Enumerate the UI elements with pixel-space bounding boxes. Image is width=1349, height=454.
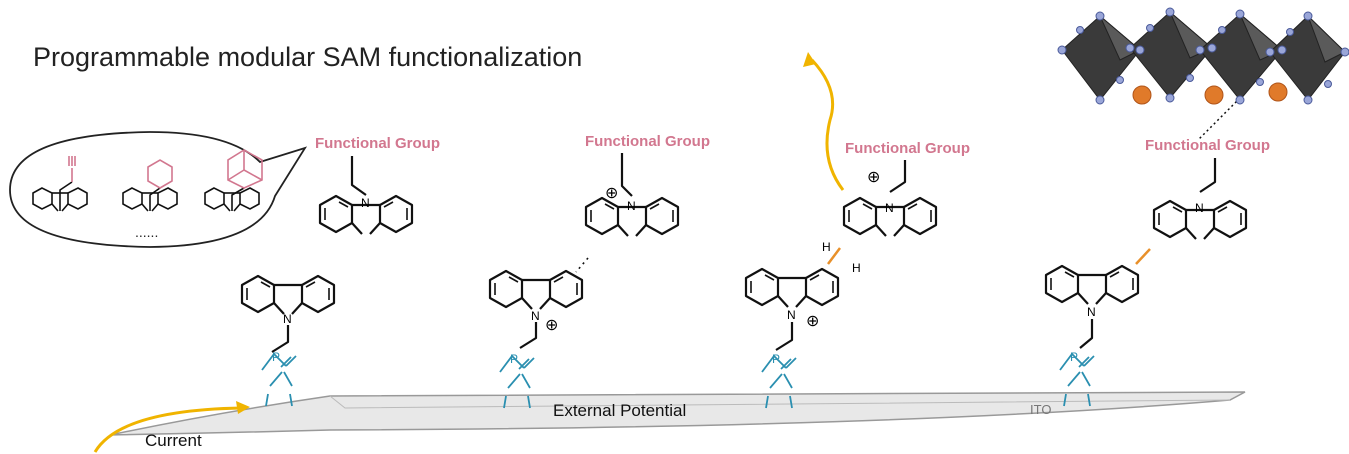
anchored-carbazole-sam: N P: [240, 274, 336, 407]
functional-group-label-4: Functional Group: [1145, 137, 1270, 154]
coupled-dimer-sam: Functional Group N N P: [1044, 97, 1270, 407]
free-functionalized-carbazole: Functional Group N: [315, 135, 440, 236]
ito-label: ITO: [1030, 402, 1051, 417]
phosphorus-atom-1: P: [272, 350, 280, 364]
hydrogen-atom-2: H: [852, 261, 861, 275]
nitrogen-atom-7: N: [1195, 201, 1204, 215]
external-potential-label: External Potential: [553, 401, 686, 420]
radical-cation-symbol-2: ⊕: [545, 317, 558, 334]
nitrogen-atom-5: N: [885, 201, 894, 215]
radical-cation-symbol-1: ⊕: [605, 185, 618, 202]
nitrogen-atom-2: N: [283, 312, 292, 326]
ito-substrate: [109, 391, 1246, 436]
radical-cation-symbol-3: ⊕: [867, 169, 880, 186]
electron-flow-arrow: [803, 52, 845, 191]
hydrogen-atom-1: H: [822, 240, 831, 254]
current-label: Current: [145, 431, 202, 450]
phosphorus-atom-3: P: [772, 352, 780, 366]
phosphorus-atom-2: P: [510, 352, 518, 366]
nitrogen-atom-6: N: [787, 308, 796, 322]
nitrogen-atom-3: N: [627, 199, 636, 213]
nitrogen-atom-1: N: [361, 196, 370, 210]
diagram-title: Programmable modular SAM functionalizati…: [33, 42, 582, 72]
radical-cation-intermediate: Functional Group N ⊕ N ⊕ P: [488, 133, 710, 409]
protonated-dimer-intermediate: Functional Group N ⊕ H H N ⊕ P: [744, 140, 970, 409]
current-arrow: [93, 401, 250, 453]
nitrogen-atom-8: N: [1087, 305, 1096, 319]
functional-group-label-3: Functional Group: [845, 140, 970, 157]
functional-group-label-1: Functional Group: [315, 135, 440, 152]
functional-group-examples-bubble: ......: [9, 131, 308, 248]
phosphorus-atom-4: P: [1070, 350, 1078, 364]
ellipsis-text: ......: [135, 224, 158, 240]
nitrogen-atom-4: N: [531, 309, 540, 323]
perovskite-lattice: [1057, 7, 1349, 105]
radical-cation-symbol-4: ⊕: [806, 313, 819, 330]
functional-group-label-2: Functional Group: [585, 133, 710, 150]
